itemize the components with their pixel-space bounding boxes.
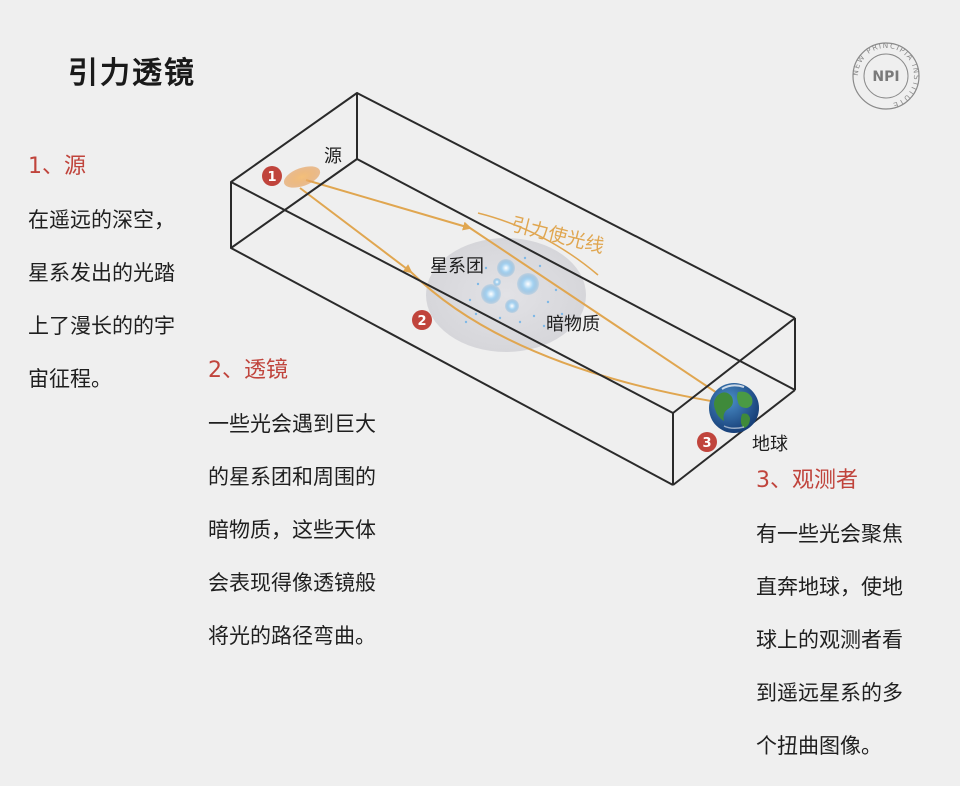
- source-description: 1、源 在遥远的深空， 星系发出的光踏 上了漫长的的宇 宙征程。: [28, 148, 238, 419]
- source-heading: 1、源: [28, 154, 86, 179]
- source-line: 在遥远的深空，: [28, 207, 175, 232]
- lens-text: 一些光会遇到巨大 的星系团和周围的 暗物质，这些天体 会表现得像透镜般 将光的路…: [208, 384, 428, 676]
- source-line: 宙征程。: [28, 366, 112, 391]
- marker-2: 2: [412, 310, 432, 330]
- light-ray-lower-arrow: [299, 187, 413, 274]
- observer-heading: 3、观测者: [756, 468, 858, 493]
- lens-line: 暗物质，这些天体: [208, 517, 376, 542]
- marker-3: 3: [697, 432, 717, 452]
- bent-light-curve: [477, 212, 599, 276]
- dark-matter-halo: [426, 238, 586, 352]
- observer-line: 个扭曲图像。: [756, 733, 882, 758]
- source-line: 星系发出的光踏: [28, 260, 175, 285]
- earth-label: 地球: [752, 434, 788, 455]
- observer-description: 3、观测者 有一些光会聚焦 直奔地球，使地 球上的观测者看 到遥远星系的多 个扭…: [756, 462, 956, 786]
- lens-description: 2、透镜 一些光会遇到巨大 的星系团和周围的 暗物质，这些天体 会表现得像透镜般…: [208, 352, 428, 676]
- light-ray-upper-arrow: [305, 179, 472, 231]
- space-box: [230, 92, 796, 486]
- page-title: 引力透镜: [68, 56, 196, 91]
- lens-heading: 2、透镜: [208, 358, 288, 383]
- observer-line: 到遥远星系的多: [756, 680, 903, 705]
- npi-logo: NEW PRINCIPIA INSTITUTE NPI: [851, 41, 920, 110]
- svg-text:2: 2: [417, 314, 426, 329]
- source-line: 上了漫长的的宇: [28, 313, 175, 338]
- source-text: 在遥远的深空， 星系发出的光踏 上了漫长的的宇 宙征程。: [28, 180, 238, 419]
- observer-line: 有一些光会聚焦: [756, 521, 903, 546]
- lens-line: 将光的路径弯曲。: [208, 623, 376, 648]
- earth-icon: [709, 383, 759, 433]
- light-ray-upper: [469, 227, 736, 406]
- lens-line: 会表现得像透镜般: [208, 570, 376, 595]
- lens-line: 一些光会遇到巨大: [208, 411, 376, 436]
- light-paths: [299, 179, 736, 406]
- lens-line: 的星系团和周围的: [208, 464, 376, 489]
- source-label: 源: [324, 146, 342, 167]
- observer-line: 直奔地球，使地: [756, 574, 903, 599]
- marker-1: 1: [262, 166, 282, 186]
- source-galaxy: [283, 166, 321, 188]
- galaxy-cluster: [464, 256, 564, 328]
- light-ray-lower: [410, 271, 736, 406]
- observer-line: 球上的观测者看: [756, 627, 903, 652]
- svg-text:3: 3: [702, 436, 711, 451]
- lensing-diagram: 引力使光线: [230, 92, 796, 486]
- svg-text:1: 1: [267, 170, 276, 185]
- cluster-label: 星系团: [430, 256, 484, 277]
- dark-matter-label: 暗物质: [546, 314, 600, 335]
- logo-text: NPI: [872, 69, 899, 85]
- observer-text: 有一些光会聚焦 直奔地球，使地 球上的观测者看 到遥远星系的多 个扭曲图像。: [756, 494, 956, 786]
